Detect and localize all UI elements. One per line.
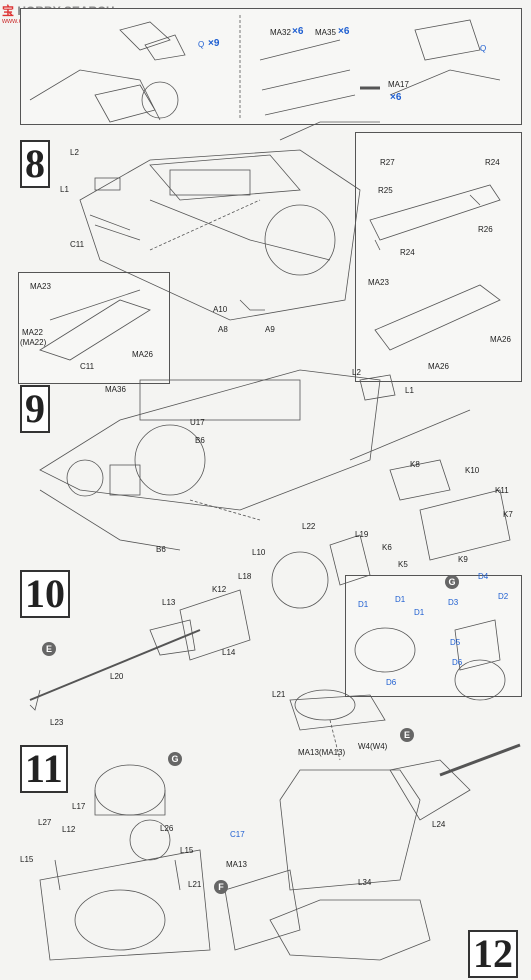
part-label: L14 (222, 648, 236, 657)
part-label: L1 (405, 386, 414, 395)
step10-inset (345, 575, 522, 697)
step-number-8: 8 (20, 140, 50, 188)
part-label: A9 (265, 325, 275, 334)
part-label: MA23 (368, 278, 389, 287)
quantity-badge: ×6 (292, 26, 304, 37)
part-label: MA22 (22, 328, 43, 337)
part-label: D1 (414, 608, 425, 617)
quantity-badge: ×6 (338, 26, 350, 37)
part-label: L15 (20, 855, 34, 864)
sprue-e-icon: E (42, 642, 56, 656)
part-label: (MA22) (20, 338, 47, 347)
part-label: MA26 (132, 350, 153, 359)
part-label: D6 (386, 678, 397, 687)
part-label: L34 (358, 878, 372, 887)
part-label: L12 (62, 825, 76, 834)
part-label: C11 (70, 240, 85, 249)
part-label: Q (198, 40, 205, 49)
step-number-11: 11 (20, 745, 68, 793)
part-label: MA23 (30, 282, 51, 291)
part-label: K5 (398, 560, 408, 569)
part-label: A8 (218, 325, 228, 334)
part-label: L23 (50, 718, 64, 727)
part-label: MA26 (490, 335, 511, 344)
part-label: A10 (213, 305, 228, 314)
part-label: L21 (272, 690, 286, 699)
part-label: MA32 (270, 28, 291, 37)
part-label: L15 (180, 846, 194, 855)
part-label: R25 (378, 186, 393, 195)
part-label: MA13(MA13) (298, 748, 346, 757)
part-label: D2 (498, 592, 509, 601)
quantity-badge: ×6 (390, 92, 402, 103)
step-number-10: 10 (20, 570, 70, 618)
part-label: D4 (478, 572, 489, 581)
part-label: L13 (162, 598, 176, 607)
part-label: Q (480, 44, 487, 53)
part-label: R24 (400, 248, 415, 257)
part-label: D1 (358, 600, 369, 609)
part-label: MA17 (388, 80, 409, 89)
part-label: B6 (195, 436, 205, 445)
part-label: D1 (395, 595, 406, 604)
part-label: MA26 (428, 362, 449, 371)
part-label: L21 (188, 880, 202, 889)
part-label: MA36 (105, 385, 126, 394)
part-label: R27 (380, 158, 395, 167)
quantity-badge: ×9 (208, 38, 220, 49)
part-label: C17 (230, 830, 245, 839)
sprue-e-icon: E (400, 728, 414, 742)
sprue-g-icon: G (445, 575, 459, 589)
part-label: D3 (448, 598, 459, 607)
step-number-12: 12 (468, 930, 518, 978)
step-number-9: 9 (20, 385, 50, 433)
part-label: D5 (450, 638, 461, 647)
part-label: K6 (382, 543, 392, 552)
part-label: K9 (458, 555, 468, 564)
part-label: R24 (485, 158, 500, 167)
part-label: L1 (60, 185, 69, 194)
part-label: D6 (452, 658, 463, 667)
part-label: L22 (302, 522, 316, 531)
part-label: L26 (160, 824, 174, 833)
part-label: K11 (495, 486, 509, 495)
part-label: L10 (252, 548, 266, 557)
part-label: L17 (72, 802, 86, 811)
part-label: L27 (38, 818, 52, 827)
part-label: L19 (355, 530, 369, 539)
part-label: MA13 (226, 860, 247, 869)
part-label: K10 (465, 466, 480, 475)
sprue-g-icon: G (168, 752, 182, 766)
part-label: W4(W4) (358, 742, 388, 751)
part-label: U17 (190, 418, 205, 427)
part-label: K7 (503, 510, 513, 519)
part-label: L2 (352, 368, 361, 377)
part-label: L2 (70, 148, 79, 157)
part-label: L18 (238, 572, 252, 581)
step8-inset-left (18, 272, 170, 384)
part-label: R26 (478, 225, 493, 234)
part-label: MA35 (315, 28, 336, 37)
top-panel (20, 8, 522, 125)
part-label: K12 (212, 585, 227, 594)
part-label: C11 (80, 362, 95, 371)
part-label: L20 (110, 672, 124, 681)
part-label: B6 (156, 545, 166, 554)
part-label: K8 (410, 460, 420, 469)
part-label: L24 (432, 820, 446, 829)
sprue-f-icon: F (214, 880, 228, 894)
